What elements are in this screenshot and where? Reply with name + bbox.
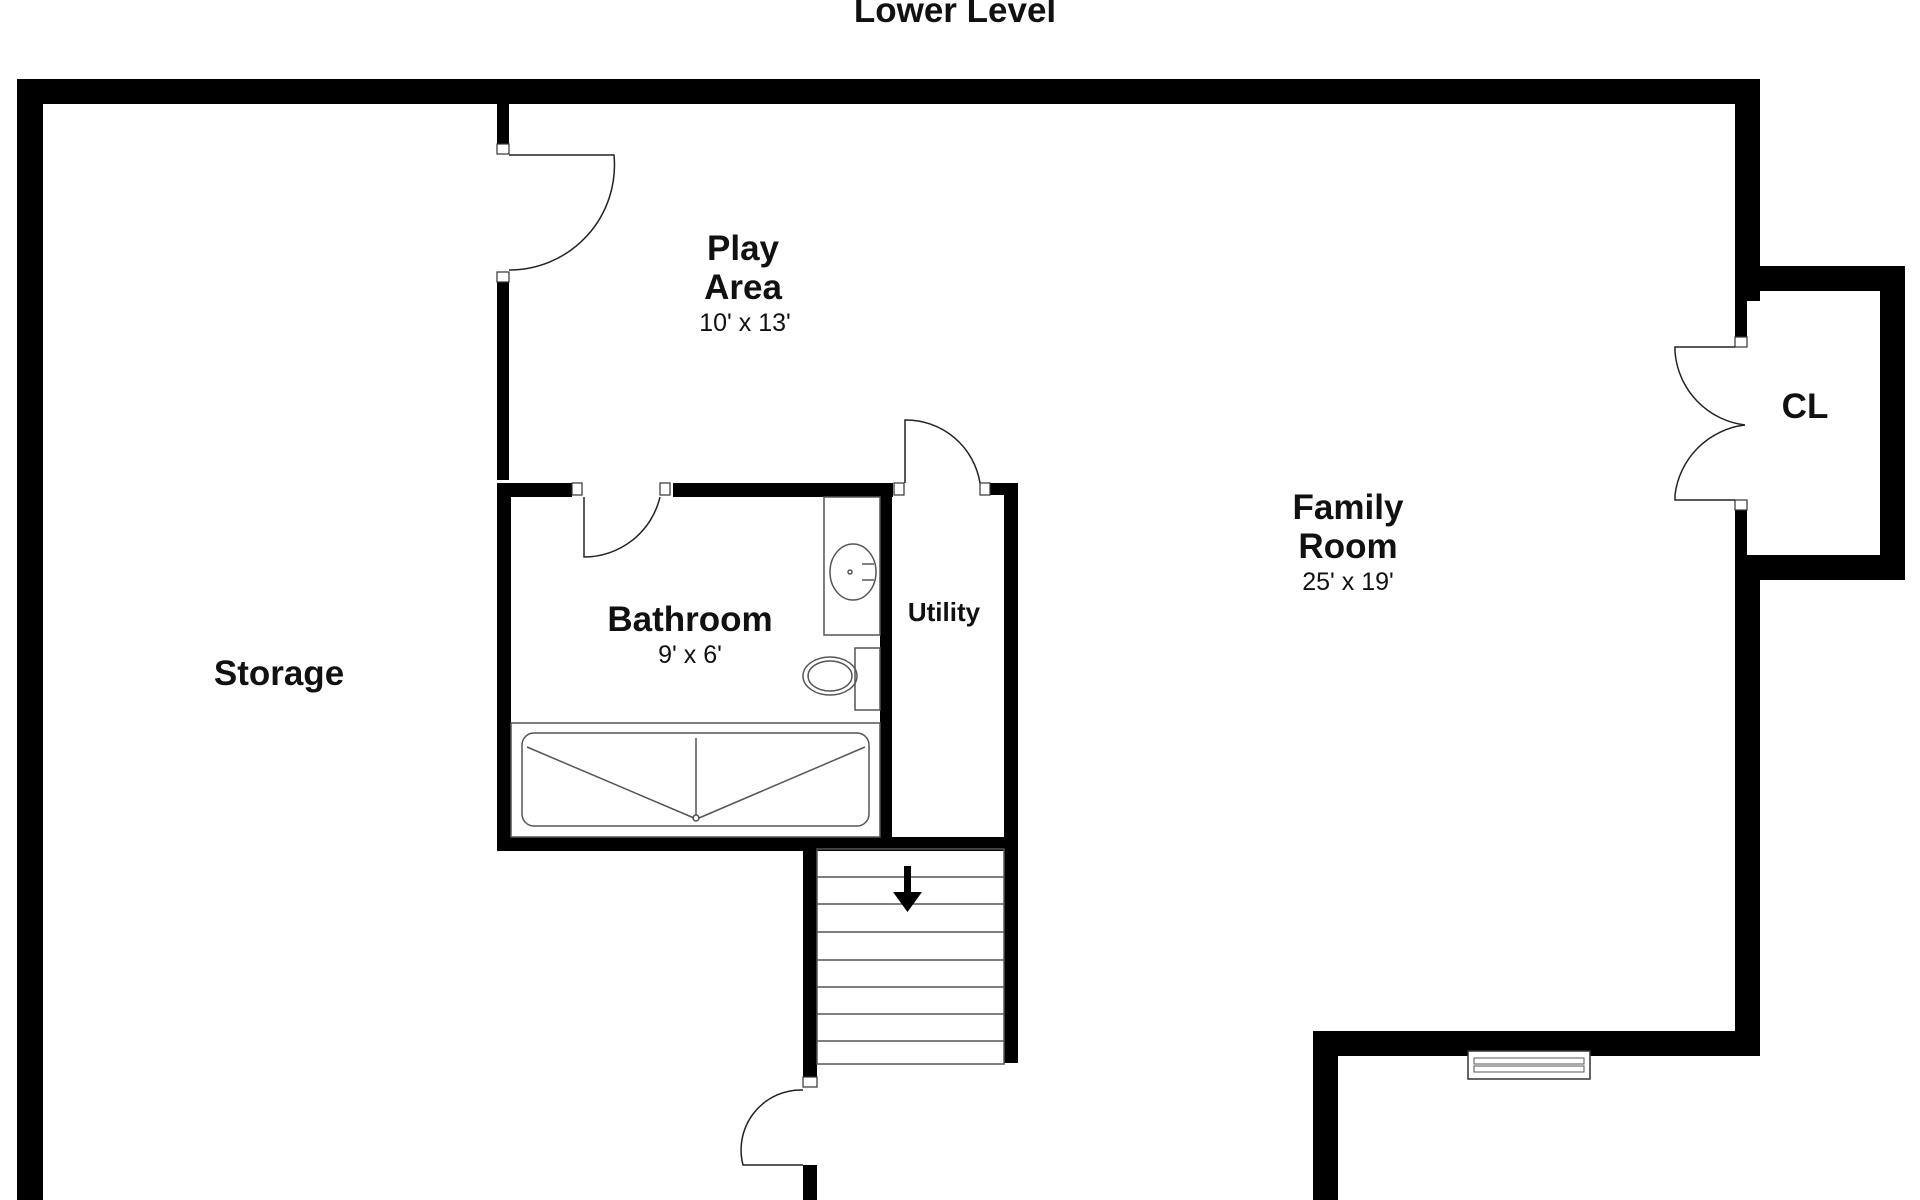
jamb (496, 271, 510, 283)
sink-icon (823, 496, 881, 636)
room-label-family-room-line1: Family (1293, 488, 1404, 527)
closet-divider-top (1735, 291, 1747, 341)
room-label-play-area-line1: Play (707, 229, 780, 268)
closet-divider-bottom (1735, 510, 1747, 560)
utility-door (904, 419, 981, 484)
stair-left-wall-lower (803, 1165, 817, 1200)
bathroom-fixtures (510, 496, 881, 838)
utility-right-wall (1004, 483, 1018, 1063)
closet-right-wall (1880, 266, 1905, 568)
jamb (979, 482, 991, 496)
bath-utility-divider (880, 483, 892, 849)
right-wall-lower (1735, 560, 1760, 1056)
window-icon (1467, 1050, 1591, 1080)
bath-top-wall-left (497, 483, 572, 497)
utility-top-stub (985, 483, 1018, 495)
doors (508, 154, 1746, 1166)
bath-left-wall (497, 483, 511, 849)
bath-top-wall-right (673, 483, 893, 497)
room-label-utility: Utility (908, 597, 981, 627)
jamb (802, 1076, 818, 1088)
jamb (1734, 499, 1748, 511)
bottom-right-vertical-wall (1313, 1031, 1338, 1200)
arrow-down-icon (893, 866, 922, 912)
jamb (659, 482, 671, 496)
room-label-closet: CL (1782, 387, 1829, 426)
stair-outline (816, 848, 1005, 1065)
lower-stair-door (740, 1089, 804, 1166)
right-wall-upper (1735, 79, 1760, 301)
room-dim-family-room: 25' x 19' (1302, 568, 1394, 596)
jamb (496, 143, 510, 155)
closet-top-wall (1735, 266, 1905, 291)
closet-door-upper (1674, 346, 1746, 426)
room-dim-play-area: 10' x 13' (699, 309, 791, 337)
room-label-bathroom: Bathroom (607, 600, 772, 639)
room-dim-bathroom: 9' x 6' (658, 641, 722, 669)
room-label-family-room-line2: Room (1298, 527, 1397, 566)
stair-left-wall (803, 849, 817, 1079)
floor-title: Lower Level (854, 0, 1056, 30)
storage-divider-mid (497, 280, 509, 480)
room-label-play-area-line2: Area (704, 268, 782, 307)
storage-divider-top (497, 104, 509, 150)
closet-door-lower (1674, 424, 1746, 501)
jamb (571, 482, 583, 496)
door-jambs (496, 143, 1748, 1088)
toilet-icon (802, 647, 881, 711)
jamb (1734, 336, 1748, 348)
room-label-storage: Storage (214, 654, 344, 693)
closet-walls (1735, 266, 1905, 580)
jamb (893, 482, 905, 496)
bath-bottom-wall (497, 837, 1007, 851)
storage-door (508, 154, 616, 271)
top-wall (17, 79, 1760, 104)
bathtub-icon (510, 722, 881, 838)
bathroom-door (583, 496, 661, 558)
left-wall (17, 79, 43, 1200)
closet-bottom-wall (1735, 555, 1905, 580)
interior-walls (497, 104, 1018, 1200)
stairs (816, 848, 1005, 1065)
